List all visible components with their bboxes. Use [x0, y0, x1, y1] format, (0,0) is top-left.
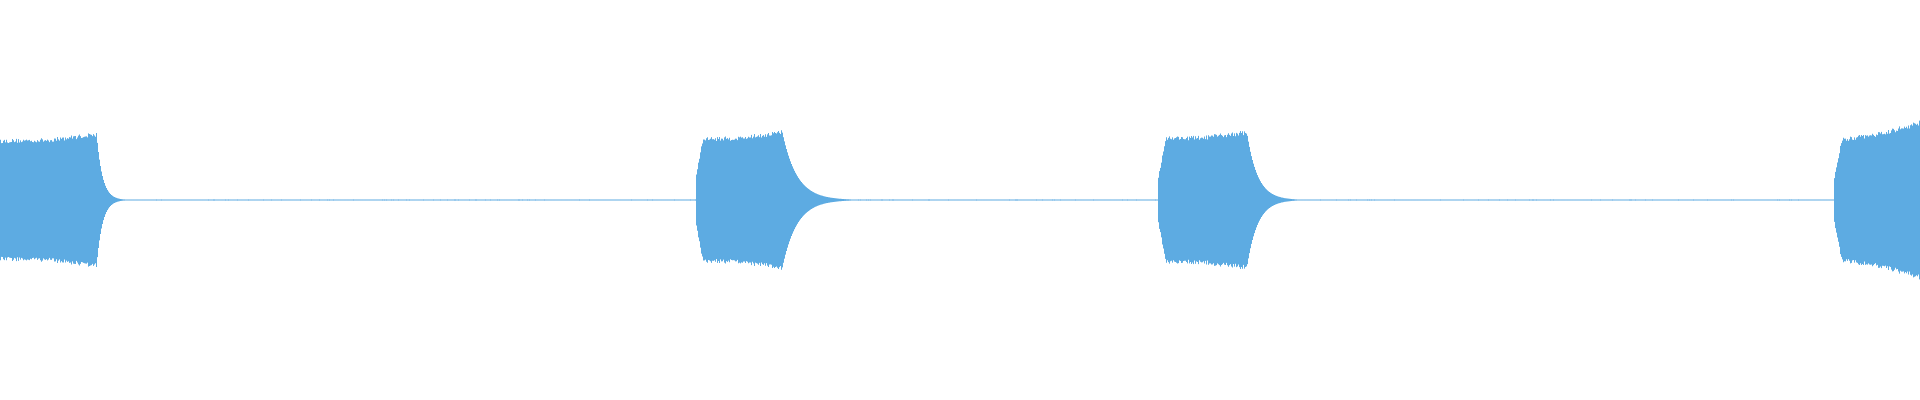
- waveform-signal: [0, 120, 1920, 280]
